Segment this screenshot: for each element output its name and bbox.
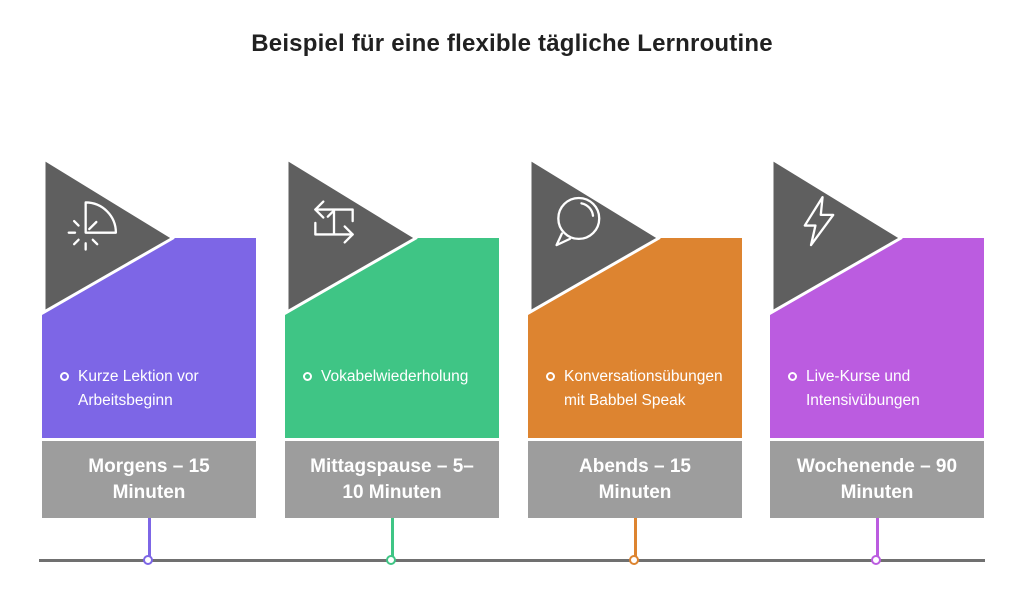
card-color-polygon xyxy=(770,238,984,438)
activity-row: Konversationsübungen mit Babbel Speak xyxy=(546,365,724,413)
timeline-dot-icon xyxy=(386,555,396,565)
timeline-connector xyxy=(147,518,151,557)
activity-text: Kurze Lektion vor Arbeitsbeginn xyxy=(78,368,199,409)
card-color-polygon xyxy=(285,238,499,438)
card-shape xyxy=(285,157,499,438)
timeline-dot-icon xyxy=(143,555,153,565)
activity-row: Vokabelwiederholung xyxy=(303,365,481,389)
time-label: Mittagspause – 5–10 Minuten xyxy=(285,441,499,518)
card-shape xyxy=(42,157,256,438)
activity-text: Vokabelwiederholung xyxy=(321,368,469,385)
bullet-ring-icon xyxy=(788,372,797,381)
card-triangle xyxy=(42,157,175,314)
timeline-connector xyxy=(390,518,394,557)
activity-row: Kurze Lektion vor Arbeitsbeginn xyxy=(60,365,238,413)
bullet-ring-icon xyxy=(60,372,69,381)
time-label: Morgens – 15 Minuten xyxy=(42,441,256,518)
timeline-dot-icon xyxy=(629,555,639,565)
time-label: Abends – 15 Minuten xyxy=(528,441,742,518)
activity-row: Live-Kurse und Intensivübungen xyxy=(788,365,966,413)
activity-text: Konversationsübungen mit Babbel Speak xyxy=(564,368,723,409)
time-label: Wochenende – 90 Minuten xyxy=(770,441,984,518)
card-color-polygon xyxy=(528,238,742,438)
card-shape xyxy=(528,157,742,438)
timeline-dot-icon xyxy=(871,555,881,565)
timeline-connector xyxy=(633,518,637,557)
timeline-connector xyxy=(875,518,879,557)
bullet-ring-icon xyxy=(546,372,555,381)
card-triangle xyxy=(528,157,661,314)
card-shape xyxy=(770,157,984,438)
bullet-ring-icon xyxy=(303,372,312,381)
card-color-polygon xyxy=(42,238,256,438)
timeline-axis xyxy=(39,559,985,562)
activity-text: Live-Kurse und Intensivübungen xyxy=(806,368,920,409)
page-title: Beispiel für eine flexible tägliche Lern… xyxy=(251,30,773,57)
card-triangle xyxy=(770,157,903,314)
